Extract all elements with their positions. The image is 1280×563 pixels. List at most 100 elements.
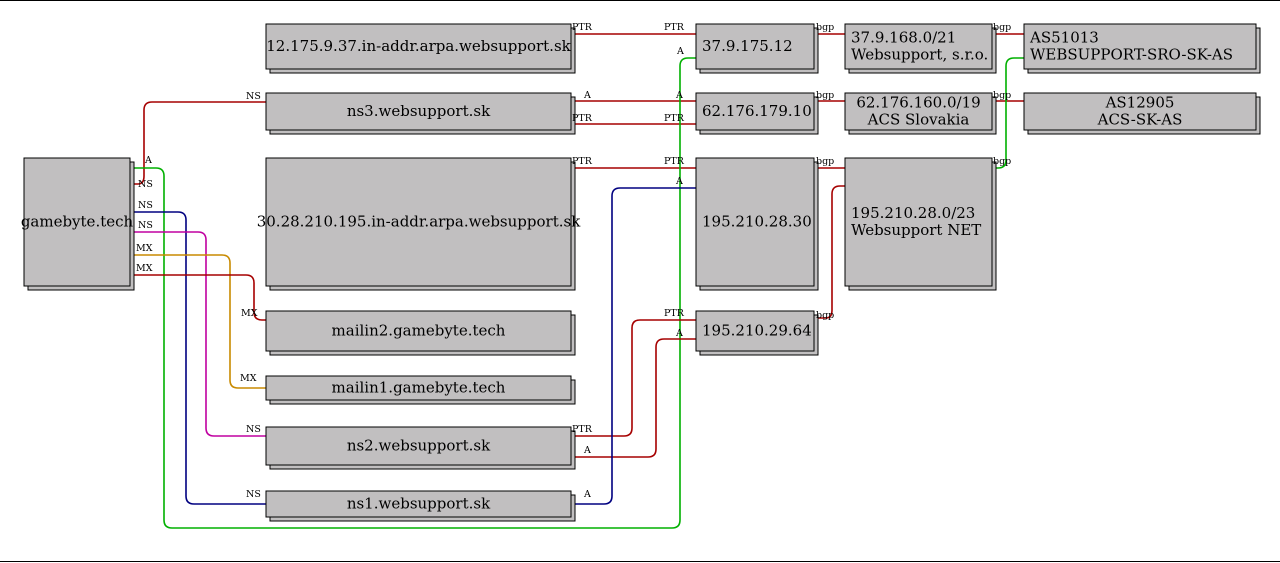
node-gamebyte[interactable]: gamebyte.tech — [21, 157, 135, 291]
node-box-as51013 — [1023, 23, 1257, 70]
node-box-ip19564 — [695, 310, 815, 352]
node-label-net37-1: Websupport, s.r.o. — [851, 46, 988, 64]
edge-gamebyte-mailin2 — [130, 274, 266, 321]
edge-label-from-ptr37-ip37: PTR — [572, 22, 593, 33]
node-label-as12905-1: ACS-SK-AS — [1097, 111, 1183, 129]
node-box-ns1 — [265, 490, 572, 518]
node-box-net37 — [844, 23, 993, 70]
edge-label-from-gamebyte-mailin1: MX — [136, 243, 153, 254]
node-box-gamebyte — [23, 157, 131, 287]
node-ip19530[interactable]: 195.210.28.30 — [695, 157, 819, 291]
edge-label-to-ptr195-ip19530: PTR — [664, 156, 685, 167]
node-label-as12905-0: AS12905 — [1105, 94, 1175, 112]
nodes-layer: gamebyte.tech 12.175.9.37.in-addr.arpa.we… — [21, 23, 1261, 522]
node-label-ip62-0: 62.176.179.10 — [702, 102, 812, 120]
edge-line-gamebyte-ns1 — [130, 211, 266, 505]
edge-line-ns1-ip19530 — [571, 187, 696, 505]
edge-label-from-ip62-ns3: PTR — [572, 113, 593, 124]
node-ns1[interactable]: ns1.websupport.sk — [265, 490, 576, 522]
edge-gamebyte-ip37 — [130, 57, 696, 529]
node-box-mailin1 — [265, 375, 572, 401]
edge-line-gamebyte-mailin2 — [130, 274, 266, 321]
edge-label-to-gamebyte-ip37: A — [676, 46, 684, 57]
edge-label-to-ip19564-net195: bgp — [816, 310, 834, 321]
edge-label-to-ip62-net62: bgp — [816, 90, 834, 101]
node-box-as12905 — [1023, 92, 1257, 131]
node-label-ip37-0: 37.9.175.12 — [702, 37, 793, 55]
node-box-ip37 — [695, 23, 815, 70]
node-ip37[interactable]: 37.9.175.12 — [695, 23, 819, 74]
node-label-net195-1: Websupport NET — [851, 221, 981, 239]
edge-label-to-ns2-ip19564-ptr: PTR — [664, 308, 685, 319]
node-box-ptr37 — [265, 23, 572, 70]
edge-label-to-ns1-ip19530: A — [675, 176, 683, 187]
node-label-as51013-1: WEBSUPPORT-SRO-SK-AS — [1030, 46, 1233, 64]
node-box-net62 — [844, 92, 993, 131]
node-ip62[interactable]: 62.176.179.10 — [695, 92, 819, 135]
node-ptr195[interactable]: 30.28.210.195.in-addr.arpa.websupport.sk — [257, 157, 581, 291]
edge-label-to-gamebyte-mailin1: MX — [240, 373, 257, 384]
edge-label-from-gamebyte-ip37: A — [144, 155, 152, 166]
edge-gamebyte-mailin1 — [130, 254, 266, 389]
edge-net195-as51013 — [992, 57, 1024, 169]
node-label-as51013-0: AS51013 — [1029, 29, 1099, 47]
node-mailin1[interactable]: mailin1.gamebyte.tech — [265, 375, 576, 405]
node-label-net62-0: 62.176.160.0/19 — [856, 94, 980, 112]
node-box-net195 — [844, 157, 993, 287]
node-label-ns3-0: ns3.websupport.sk — [347, 102, 491, 120]
node-box-ip19530 — [695, 157, 815, 287]
edge-label-to-ns2-ip19564-a: A — [675, 328, 683, 339]
node-ip19564[interactable]: 195.210.29.64 — [695, 310, 819, 356]
node-label-ns1-0: ns1.websupport.sk — [347, 495, 491, 513]
edge-label-to-ip19530-net195: bgp — [816, 156, 834, 167]
edge-gamebyte-ns2 — [130, 231, 266, 437]
edge-label-to-gamebyte-ns1: NS — [246, 489, 261, 500]
node-label-ns2-0: ns2.websupport.sk — [347, 437, 491, 455]
edge-gamebyte-ns1 — [130, 211, 266, 505]
node-box-mailin2 — [265, 310, 572, 352]
node-label-ptr195-0: 30.28.210.195.in-addr.arpa.websupport.sk — [257, 213, 581, 231]
edge-label-to-net195-as51013: bgp — [993, 156, 1011, 167]
edge-label-from-ptr195-ip19530: PTR — [572, 156, 593, 167]
node-box-ip62 — [695, 92, 815, 131]
node-box-ptr195 — [265, 157, 572, 287]
edge-label-from-gamebyte-ns3-from: NS — [138, 179, 153, 190]
edge-label-to-ns3-ip62: A — [675, 90, 683, 101]
node-label-mailin1-0: mailin1.gamebyte.tech — [332, 379, 506, 397]
node-ns2[interactable]: ns2.websupport.sk — [265, 426, 576, 470]
node-label-gamebyte-0: gamebyte.tech — [21, 213, 134, 231]
node-mailin2[interactable]: mailin2.gamebyte.tech — [265, 310, 576, 356]
edge-label-to-gamebyte-mailin2: MX — [241, 308, 258, 319]
edge-label-to-net62-as12905: bgp — [993, 90, 1011, 101]
edge-label-to-net37-as51013: bgp — [993, 22, 1011, 33]
edge-line-ns2-ip19564-a — [571, 338, 696, 458]
node-box-ns3 — [265, 92, 572, 131]
edge-ns1-ip19530 — [571, 187, 696, 505]
edge-line-ns2-ip19564-ptr — [571, 319, 696, 437]
edge-line-ip19564-net195 — [814, 185, 845, 319]
node-ns3[interactable]: ns3.websupport.sk — [265, 92, 576, 135]
edge-label-to-ptr37-ip37: PTR — [664, 22, 685, 33]
edge-label-from-gamebyte-ns1: NS — [138, 200, 153, 211]
edge-label-from-gamebyte-mailin2: MX — [136, 263, 153, 274]
node-label-mailin2-0: mailin2.gamebyte.tech — [332, 322, 506, 340]
node-ptr37[interactable]: 12.175.9.37.in-addr.arpa.websupport.sk — [265, 23, 576, 74]
edge-label-to-gamebyte-ns2: NS — [246, 424, 261, 435]
edges-layer — [130, 33, 1024, 529]
node-label-ip19564-0: 195.210.29.64 — [702, 322, 812, 340]
edge-ns2-ip19564-a — [571, 338, 696, 458]
node-box-ns2 — [265, 426, 572, 466]
edge-label-to-ip62-ns3: PTR — [664, 113, 685, 124]
edge-label-to-gamebyte-ns3: NS — [246, 91, 261, 102]
edge-line-gamebyte-ip37 — [130, 57, 696, 529]
edge-line-gamebyte-mailin1 — [130, 254, 266, 389]
node-label-net62-1: ACS Slovakia — [867, 111, 970, 129]
node-label-net37-0: 37.9.168.0/21 — [851, 29, 956, 47]
edge-label-from-ns1-ip19530: A — [583, 489, 591, 500]
